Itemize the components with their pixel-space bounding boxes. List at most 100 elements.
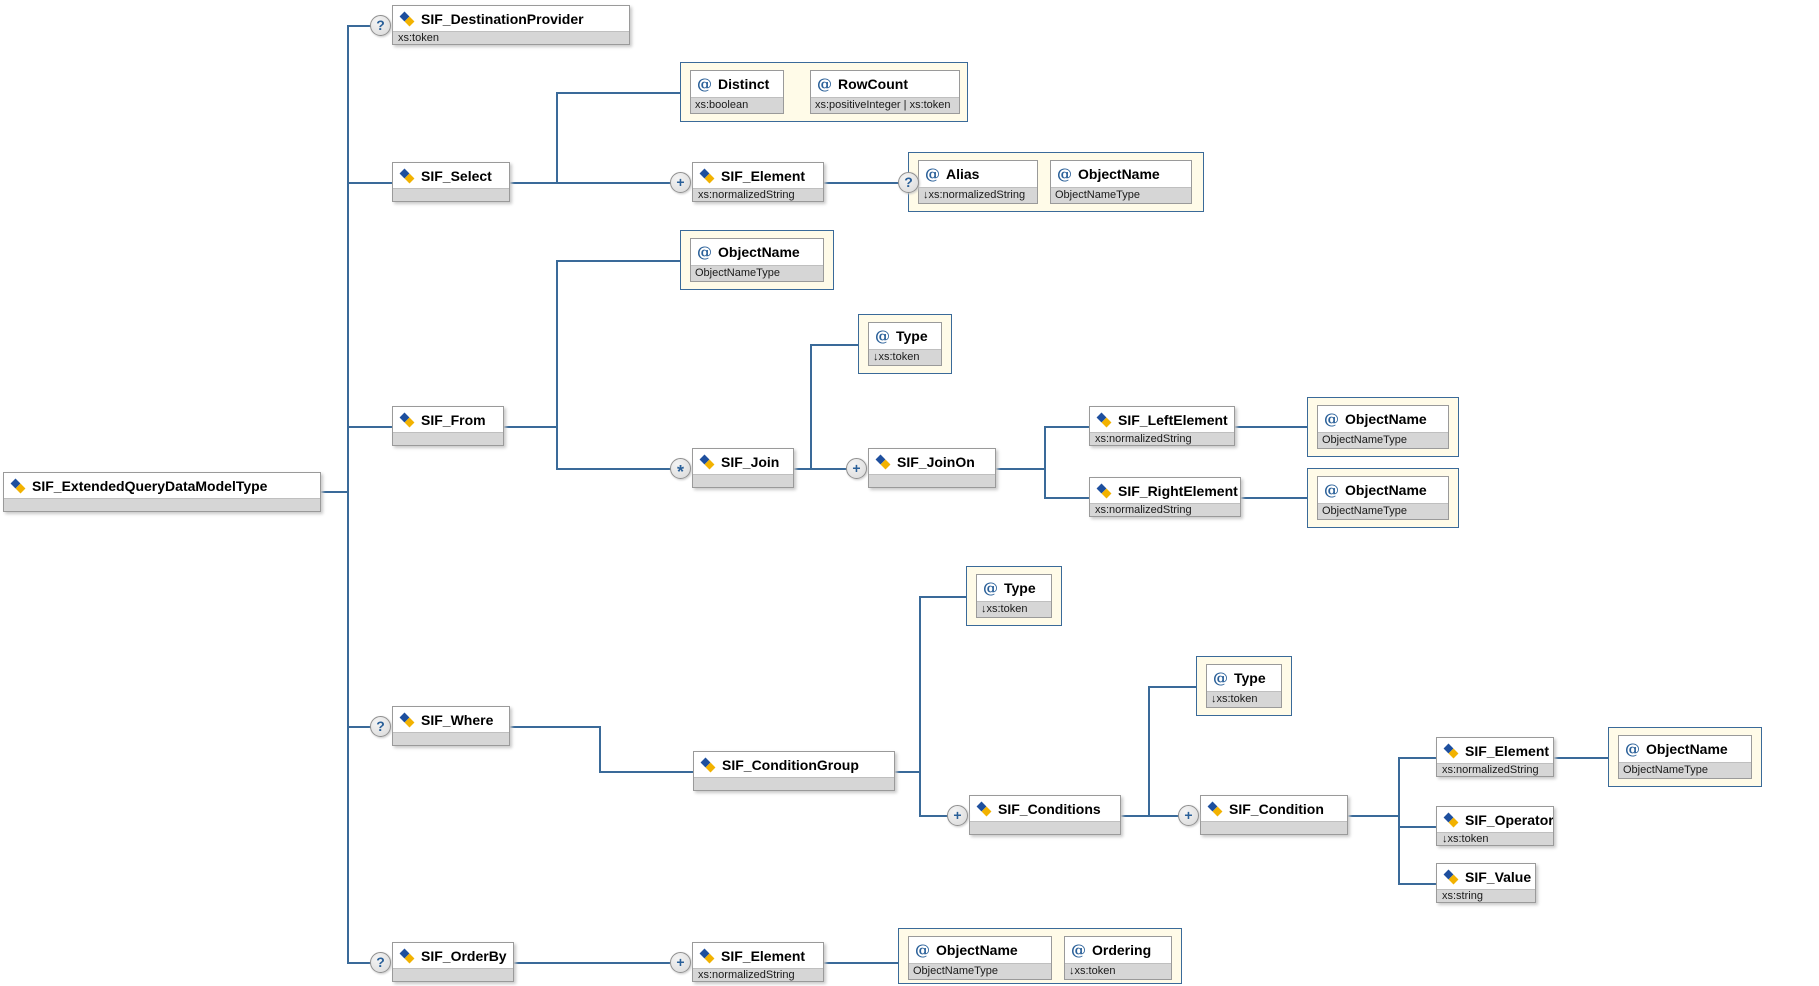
attribute-icon: @ — [983, 578, 998, 597]
element-icon — [701, 758, 716, 772]
element-name: SIF_Element — [721, 167, 806, 184]
element-type-strip: xs:normalizedString — [1090, 432, 1234, 445]
attribute-icon: @ — [817, 74, 832, 93]
element-node-orderby-element[interactable]: SIF_Element xs:normalizedString — [692, 942, 824, 982]
attribute-icon: @ — [1625, 739, 1640, 758]
element-node-join[interactable]: SIF_Join — [692, 448, 794, 488]
attribute-type-strip: ObjectNameType — [1318, 432, 1448, 448]
element-node-select[interactable]: SIF_Select — [392, 162, 510, 202]
element-node-right-element[interactable]: SIF_RightElement xs:normalizedString — [1089, 477, 1241, 517]
optional-indicator: ? — [898, 172, 919, 193]
element-type-strip: xs:normalizedString — [693, 968, 823, 981]
element-header: SIF_RightElement — [1090, 478, 1240, 503]
element-node-root[interactable]: SIF_ExtendedQueryDataModelType — [3, 472, 321, 512]
element-header: SIF_Element — [693, 163, 823, 188]
element-type-strip — [970, 821, 1120, 834]
attribute-node-right-objectname[interactable]: @ ObjectName ObjectNameType — [1317, 476, 1449, 520]
element-header: SIF_DestinationProvider — [393, 6, 629, 31]
attribute-node-ordering[interactable]: @ Ordering ↓xs:token — [1064, 936, 1172, 980]
connector — [1241, 497, 1307, 499]
attribute-name: ObjectName — [1345, 411, 1427, 427]
connector — [319, 491, 348, 493]
element-type-strip — [393, 968, 513, 981]
element-node-condition[interactable]: SIF_Condition — [1200, 795, 1348, 835]
connector — [895, 771, 921, 773]
attribute-header: @ Type — [1207, 665, 1281, 691]
connector — [810, 468, 848, 470]
element-header: SIF_ExtendedQueryDataModelType — [4, 473, 320, 498]
element-header: SIF_Join — [693, 449, 793, 474]
connector — [1121, 815, 1180, 817]
element-icon — [1097, 484, 1112, 498]
element-type-strip — [1201, 821, 1347, 834]
attribute-header: @ ObjectName — [1619, 736, 1751, 762]
attribute-name: Type — [1004, 580, 1036, 596]
element-node-left-element[interactable]: SIF_LeftElement xs:normalizedString — [1089, 406, 1235, 446]
attribute-icon: @ — [1213, 668, 1228, 687]
element-type-strip: xs:string — [1437, 889, 1535, 902]
attribute-node-alias-objectname[interactable]: @ ObjectName ObjectNameType — [1050, 160, 1192, 204]
connector — [1044, 497, 1089, 499]
element-type-strip — [4, 498, 320, 511]
attribute-name: Type — [1234, 670, 1266, 686]
element-node-value[interactable]: SIF_Value xs:string — [1436, 863, 1536, 903]
attribute-node-left-objectname[interactable]: @ ObjectName ObjectNameType — [1317, 405, 1449, 449]
connector — [919, 815, 949, 817]
attribute-node-cg-type[interactable]: @ Type ↓xs:token — [976, 574, 1052, 618]
connector — [348, 182, 392, 184]
connector — [599, 726, 601, 773]
element-header: SIF_JoinOn — [869, 449, 995, 474]
connector — [556, 92, 558, 184]
element-type-strip — [694, 777, 894, 790]
element-node-from[interactable]: SIF_From — [392, 406, 504, 446]
connector — [510, 182, 558, 184]
element-node-conditions[interactable]: SIF_Conditions — [969, 795, 1121, 835]
element-name: SIF_Element — [1465, 742, 1550, 759]
element-icon — [700, 949, 715, 963]
attribute-name: RowCount — [838, 76, 908, 92]
element-type-strip — [393, 432, 503, 445]
attribute-type-strip: ↓xs:normalizedString — [919, 187, 1037, 203]
attribute-name: ObjectName — [936, 942, 1018, 958]
element-node-joinon[interactable]: SIF_JoinOn — [868, 448, 996, 488]
element-name: SIF_Where — [421, 711, 494, 728]
connector — [996, 468, 1046, 470]
element-type-strip — [869, 474, 995, 487]
attribute-node-condition-objectname[interactable]: @ ObjectName ObjectNameType — [1618, 735, 1752, 779]
element-node-condition-group[interactable]: SIF_ConditionGroup — [693, 751, 895, 791]
attribute-header: @ ObjectName — [1318, 477, 1448, 503]
connector — [348, 962, 372, 964]
element-header: SIF_From — [393, 407, 503, 432]
connector — [514, 962, 670, 964]
element-header: SIF_Conditions — [970, 796, 1120, 821]
one-or-more-indicator: + — [846, 458, 867, 479]
element-node-condition-element[interactable]: SIF_Element xs:normalizedString — [1436, 737, 1554, 777]
element-node-orderby[interactable]: SIF_OrderBy — [392, 942, 514, 982]
attribute-node-rowcount[interactable]: @ RowCount xs:positiveInteger | xs:token — [810, 70, 960, 114]
element-name: SIF_ConditionGroup — [722, 756, 859, 773]
connector — [556, 468, 672, 470]
element-node-operator[interactable]: SIF_Operator ↓xs:token — [1436, 806, 1554, 846]
connector — [1398, 883, 1436, 885]
attribute-icon: @ — [1057, 164, 1072, 183]
element-icon — [11, 479, 26, 493]
attribute-node-join-type[interactable]: @ Type ↓xs:token — [868, 322, 942, 366]
attribute-icon: @ — [875, 326, 890, 345]
element-name: SIF_DestinationProvider — [421, 10, 584, 27]
attribute-type-strip: ObjectNameType — [1619, 762, 1751, 778]
attribute-node-from-objectname[interactable]: @ ObjectName ObjectNameType — [690, 238, 824, 282]
element-type-strip — [393, 732, 509, 745]
attribute-node-distinct[interactable]: @ Distinct xs:boolean — [690, 70, 784, 114]
attribute-node-orderby-objectname[interactable]: @ ObjectName ObjectNameType — [908, 936, 1052, 980]
element-node-destination-provider[interactable]: SIF_DestinationProvider xs:token — [392, 5, 630, 45]
attribute-header: @ Distinct — [691, 71, 783, 97]
connector — [348, 25, 372, 27]
element-node-where[interactable]: SIF_Where — [392, 706, 510, 746]
attribute-node-conditions-type[interactable]: @ Type ↓xs:token — [1206, 664, 1282, 708]
attribute-type-strip: xs:positiveInteger | xs:token — [811, 97, 959, 113]
attribute-node-alias[interactable]: @ Alias ↓xs:normalizedString — [918, 160, 1038, 204]
element-node-select-element[interactable]: SIF_Element xs:normalizedString — [692, 162, 824, 202]
attribute-type-strip: ObjectNameType — [1051, 187, 1191, 203]
element-name: SIF_ExtendedQueryDataModelType — [32, 477, 268, 494]
